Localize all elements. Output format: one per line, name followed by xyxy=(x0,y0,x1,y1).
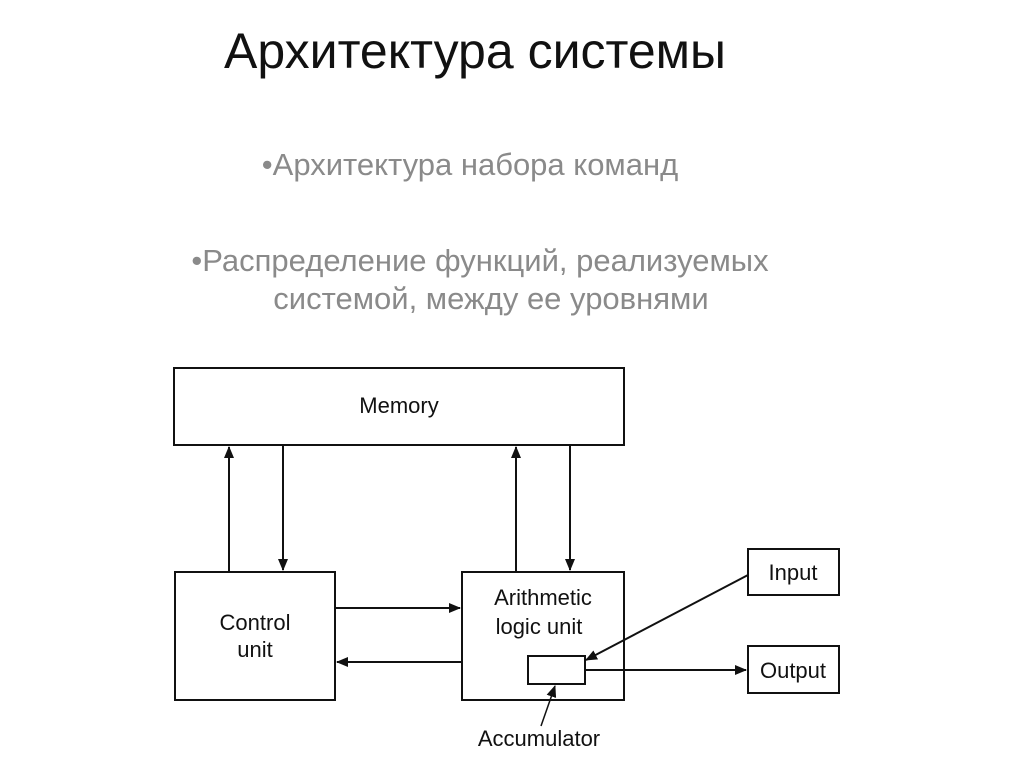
arrow-input-to-accumulator xyxy=(585,574,749,661)
bullet-function-distribution-line2: системой, между ее уровнями xyxy=(273,281,709,316)
output-label: Output xyxy=(760,658,826,683)
bullet-instruction-set: •Архитектура набора команд xyxy=(150,146,790,184)
output-box xyxy=(747,645,840,694)
bullet-function-distribution-line1: •Распределение функций, реализуемых xyxy=(191,243,769,278)
alu-label-line2: logic unit xyxy=(496,614,583,639)
bullet-instruction-set-text: •Архитектура набора команд xyxy=(261,147,679,182)
accumulator-register xyxy=(527,655,586,685)
control-unit-label-line1: Control xyxy=(220,610,291,635)
slide-title: Архитектура системы xyxy=(224,23,726,79)
input-label: Input xyxy=(769,560,818,585)
bullet-function-distribution: •Распределение функций, реализуемых сист… xyxy=(120,242,840,318)
accumulator-label: Accumulator xyxy=(478,726,600,751)
alu-label-line1: Arithmetic xyxy=(494,585,592,610)
input-box xyxy=(747,548,840,596)
control-unit-box xyxy=(174,571,336,701)
memory-label: Memory xyxy=(359,393,438,418)
arrow-accumulator-pointer xyxy=(540,685,557,727)
memory-box xyxy=(173,367,625,446)
control-unit-label-line2: unit xyxy=(237,637,272,662)
